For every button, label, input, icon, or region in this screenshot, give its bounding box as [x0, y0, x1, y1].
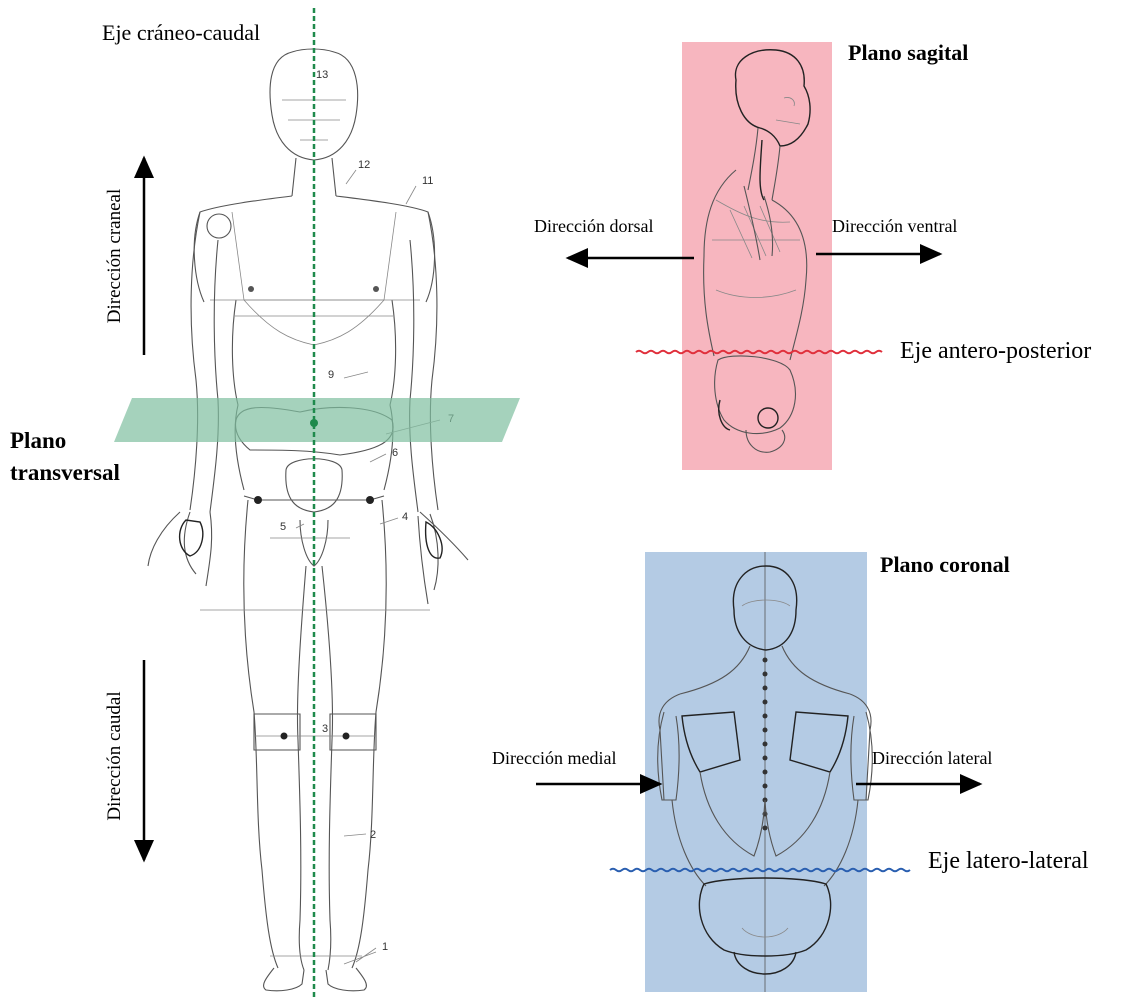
figure-number-4: 4: [402, 511, 408, 523]
anterior-body-figure: [148, 49, 468, 991]
figure-number-12: 12: [358, 159, 370, 171]
transverse-plane-label-line1: Plano: [10, 428, 66, 453]
latero-lateral-axis-label: Eje latero-lateral: [928, 848, 1089, 874]
sagittal-plane-label: Plano sagital: [848, 40, 968, 65]
figure-number-13: 13: [316, 69, 328, 81]
cranio-caudal-axis-label: Eje cráneo-caudal: [102, 20, 260, 45]
ventral-direction-label: Dirección ventral: [832, 216, 957, 236]
medial-direction-label: Dirección medial: [492, 748, 616, 768]
transverse-plane-label-line2: transversal: [10, 460, 120, 485]
figure-number-6: 6: [392, 447, 398, 459]
figure-number-3: 3: [322, 723, 328, 735]
caudal-direction-label: Dirección caudal: [104, 691, 125, 820]
figure-number-2: 2: [370, 829, 376, 841]
figure-number-1: 1: [382, 941, 388, 953]
dorsal-direction-label: Dirección dorsal: [534, 216, 653, 236]
cranial-direction-label: Dirección craneal: [104, 189, 125, 324]
antero-posterior-axis-label: Eje antero-posterior: [900, 338, 1091, 364]
lateral-direction-label: Dirección lateral: [872, 748, 992, 768]
coronal-plane-label: Plano coronal: [880, 552, 1010, 577]
transverse-plane: [114, 398, 520, 442]
figure-number-5: 5: [280, 521, 286, 533]
figure-number-11: 11: [422, 175, 433, 187]
figure-number-9: 9: [328, 369, 334, 381]
